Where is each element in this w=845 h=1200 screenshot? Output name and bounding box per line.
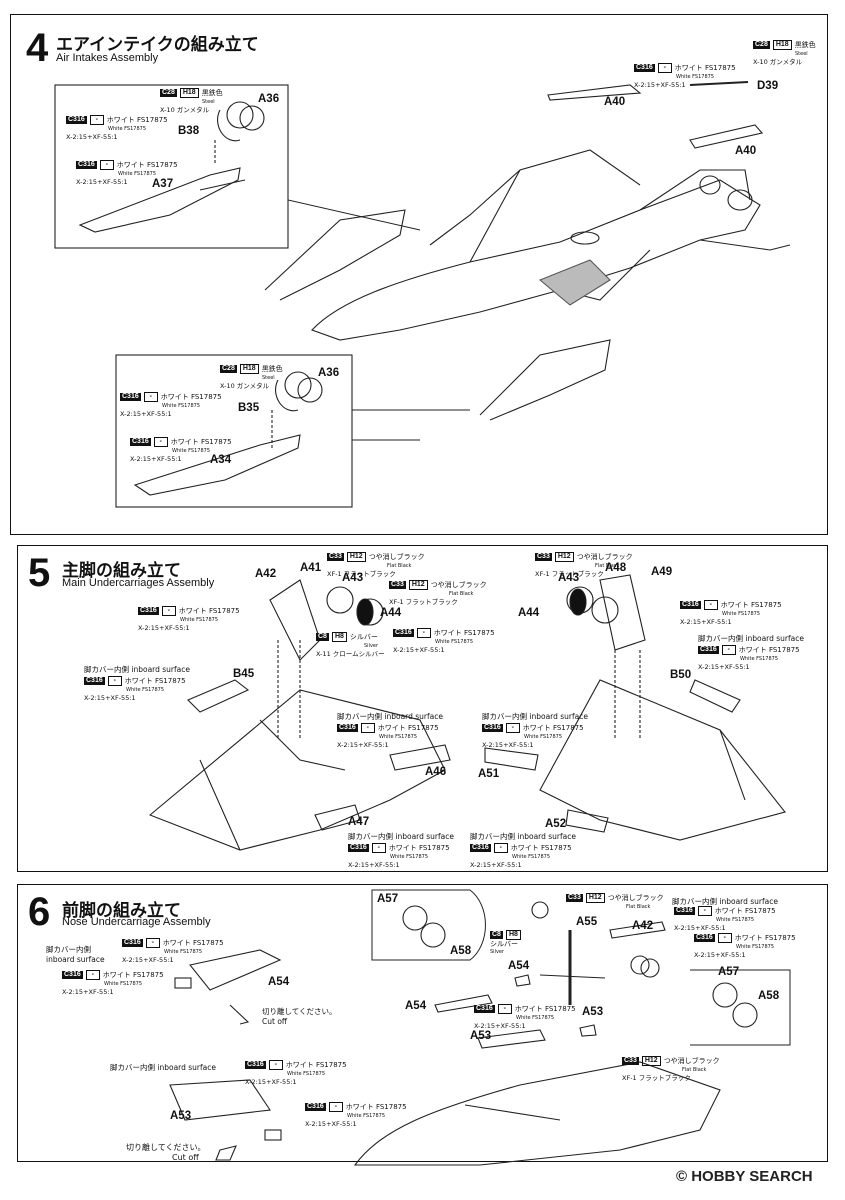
step-6-title-en: Nose Undercarriage Assembly xyxy=(62,916,211,928)
color-callout-white: C316-ホワイト FS17875 White FS17875 X-2:15+X… xyxy=(245,1060,347,1086)
part-label: A36 xyxy=(318,367,340,379)
color-callout-white: C316-ホワイト FS17875 White FS17875 X-2:15+X… xyxy=(393,628,495,654)
color-callout-white: C316-ホワイト FS17875 White FS17875 X-2:15+X… xyxy=(482,723,584,749)
part-label: A53 xyxy=(170,1110,192,1122)
part-label: A43 xyxy=(558,572,580,584)
cut-off-note-en: Cut off xyxy=(262,1017,288,1026)
color-callout-white: C316-ホワイト FS17875 White FS17875 X-2:15+X… xyxy=(470,843,572,869)
color-callout-white: C316-ホワイト FS17875 White FS17875 X-2:15+X… xyxy=(76,160,178,186)
color-callout-white: C316-ホワイト FS17875 White FS17875 X-2:15+X… xyxy=(130,437,232,463)
color-callout-white: C316-ホワイト FS17875 White FS17875 X-2:15+X… xyxy=(634,63,736,89)
part-label: A54 xyxy=(508,960,530,972)
cut-off-note-jp: 切り離してください。 xyxy=(262,1007,337,1016)
part-label: A58 xyxy=(450,945,472,957)
step-5-title-jp: 主脚の組み立て xyxy=(62,561,181,581)
part-label: A41 xyxy=(300,562,322,574)
color-callout-white: C316-ホワイト FS17875 White FS17875 X-2:15+X… xyxy=(120,392,222,418)
part-label: A36 xyxy=(258,93,280,105)
part-label: A46 xyxy=(425,766,447,778)
part-label: A49 xyxy=(651,566,673,578)
color-callout-white: C316-ホワイト FS17875 White FS17875 X-2:15+X… xyxy=(337,723,439,749)
part-label: A42 xyxy=(255,568,277,580)
step-6-panel xyxy=(17,884,828,1162)
part-label: A37 xyxy=(152,178,174,190)
step-6-title-jp: 前脚の組み立て xyxy=(62,901,181,921)
color-callout-white: C316-ホワイト FS17875 White FS17875 X-2:15+X… xyxy=(348,843,450,869)
part-label: A42 xyxy=(632,920,654,932)
inboard-label: 脚カバー内側 inboard surface xyxy=(672,897,778,906)
step-5-title-en: Main Undercarriages Assembly xyxy=(62,577,215,589)
color-callout-white: C316-ホワイト FS17875 White FS17875 X-2:15+X… xyxy=(680,600,782,626)
part-label: A58 xyxy=(758,990,780,1002)
color-callout-white: C316-ホワイト FS17875 White FS17875 X-2:15+X… xyxy=(674,906,776,932)
part-label: A53 xyxy=(470,1030,492,1042)
watermark: © HOBBY SEARCH xyxy=(676,1168,813,1185)
inboard-label: 脚カバー内側 inboard surface xyxy=(470,832,576,841)
inboard-label: 脚カバー内側 inboard surface xyxy=(110,1063,216,1072)
part-label: A54 xyxy=(268,976,290,988)
part-label: A57 xyxy=(377,893,399,905)
inboard-label: 脚カバー内側 inboard surface xyxy=(84,665,190,674)
part-label: A47 xyxy=(348,816,370,828)
inboard-label: 脚カバー内側 inboard surface xyxy=(337,712,443,721)
color-callout-white: C316-ホワイト FS17875 White FS17875 X-2:15+X… xyxy=(694,933,796,959)
inboard-label: 脚カバー内側 inboard surface xyxy=(698,634,804,643)
part-label: A44 xyxy=(380,607,402,619)
color-callout-white: C316-ホワイト FS17875 White FS17875 X-2:15+X… xyxy=(474,1004,576,1030)
part-label: A52 xyxy=(545,818,567,830)
inboard-label: 脚カバー内側 inboard surface xyxy=(482,712,588,721)
color-callout-white: C316-ホワイト FS17875 White FS17875 X-2:15+X… xyxy=(62,970,164,996)
step-4-title-jp: エアインテイクの組み立て xyxy=(56,35,259,55)
part-label: A54 xyxy=(405,1000,427,1012)
color-callout-white: C316-ホワイト FS17875 White FS17875 X-2:15+X… xyxy=(698,645,800,671)
part-label: A53 xyxy=(582,1006,604,1018)
color-callout-white: C316-ホワイト FS17875 White FS17875 X-2:15+X… xyxy=(122,938,224,964)
part-label: A34 xyxy=(210,454,232,466)
inboard-label-jp: 脚カバー内側 xyxy=(46,945,91,954)
part-label: A48 xyxy=(605,562,627,574)
step-5-panel xyxy=(17,545,828,872)
part-label: D39 xyxy=(757,80,779,92)
inboard-label-en: inboard surface xyxy=(46,955,105,964)
color-callout-white: C316-ホワイト FS17875 White FS17875 X-2:15+X… xyxy=(66,115,168,141)
part-label: A55 xyxy=(576,916,598,928)
part-label: A40 xyxy=(735,145,757,157)
part-label: A51 xyxy=(478,768,500,780)
step-6-number: 6 xyxy=(28,890,51,934)
step-5-number: 5 xyxy=(28,551,51,595)
color-callout-white: C316-ホワイト FS17875 White FS17875 X-2:15+X… xyxy=(138,606,240,632)
color-callout-white: C316-ホワイト FS17875 White FS17875 X-2:15+X… xyxy=(305,1102,407,1128)
part-label: B45 xyxy=(233,668,255,680)
part-label: A40 xyxy=(604,96,626,108)
part-label: B38 xyxy=(178,125,200,137)
part-label: A43 xyxy=(342,572,364,584)
part-label: A44 xyxy=(518,607,540,619)
part-label: B35 xyxy=(238,402,260,414)
part-label: B50 xyxy=(670,669,692,681)
part-label: A57 xyxy=(718,966,740,978)
cut-off-note-jp: 切り離してください。 xyxy=(126,1143,206,1152)
color-callout-white: C316-ホワイト FS17875 White FS17875 X-2:15+X… xyxy=(84,676,186,702)
step-4-number: 4 xyxy=(26,26,49,70)
inboard-label: 脚カバー内側 inboard surface xyxy=(348,832,454,841)
step-4-title-en: Air Intakes Assembly xyxy=(56,52,159,64)
cut-off-note-en: Cut off xyxy=(172,1153,199,1162)
